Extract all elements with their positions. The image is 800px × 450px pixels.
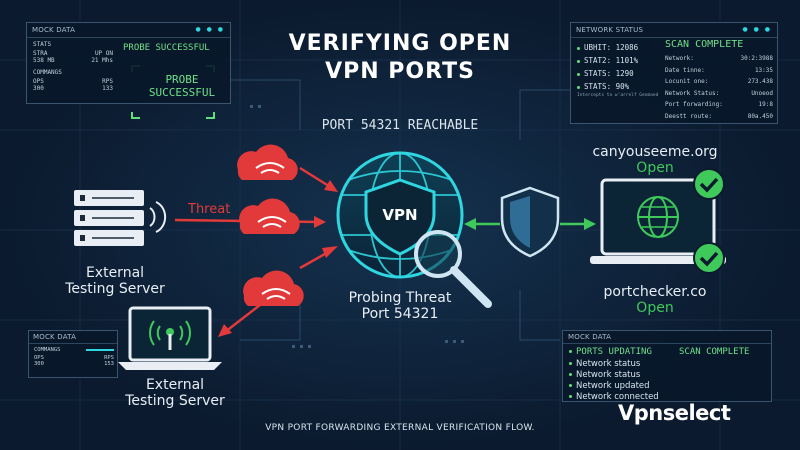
cloud-threat-icon bbox=[237, 144, 298, 180]
stat-value: 133 bbox=[102, 85, 113, 92]
scan-complete-label: SCAN COMPLETE bbox=[679, 347, 750, 357]
status-item: Network status bbox=[569, 359, 659, 370]
net-stat: STATS: 1290 bbox=[577, 67, 661, 80]
stat-key: UP ON bbox=[94, 50, 113, 57]
probe-label-line-2: Port 54321 bbox=[361, 306, 439, 322]
probe-line-2: SUCCESSFUL bbox=[148, 86, 216, 99]
shield-icon bbox=[500, 186, 560, 258]
net-row: Date tinne:13:35 bbox=[665, 66, 773, 74]
stat-value: 300 bbox=[34, 361, 44, 367]
server-label-top: External Testing Server bbox=[50, 265, 180, 297]
vpn-label: VPN bbox=[382, 206, 418, 224]
laptop-antenna-icon bbox=[118, 306, 222, 370]
dots-icon: ● ● ● bbox=[742, 26, 772, 33]
mock-data-panel-top: MOCK DATA ● ● ● STATS STRA UP ON 538 MB 21… bbox=[26, 22, 231, 104]
commands-label: COMMANGS bbox=[34, 347, 61, 353]
server-label-line-2: Testing Server bbox=[125, 393, 225, 409]
stat-key: OPS bbox=[33, 78, 44, 85]
cloud-threat-icon bbox=[239, 198, 300, 234]
probe-line-1: PROBE bbox=[165, 73, 199, 86]
mock-data-panel-bottom-left: MOCK DATA COMMANGS OPS RPS 300 153 bbox=[28, 330, 118, 378]
net-row: Locunit one:273.438 bbox=[665, 78, 773, 85]
site-status: Open bbox=[636, 300, 674, 316]
net-row: Port forwarding:19:8 bbox=[665, 101, 773, 108]
status-item: Network connected bbox=[569, 392, 659, 403]
check-icon bbox=[693, 168, 725, 200]
site-canyouseeme: canyouseeme.org Open bbox=[585, 144, 725, 176]
probe-header: PROBE SUCCESSFUL bbox=[123, 43, 210, 53]
net-note: Intercepts to w'arrelf Genmaed bbox=[577, 93, 659, 98]
site-name: canyouseeme.org bbox=[592, 144, 718, 160]
brand-logo: Vpnselect bbox=[618, 401, 731, 425]
net-stat: UBHIT: 12086 bbox=[577, 41, 661, 54]
network-status-panel: NETWORK STATUS ● ● ● UBHIT: 12086 STAT2:… bbox=[570, 22, 778, 124]
scan-complete-label: SCAN COMPLETE bbox=[665, 39, 744, 50]
probe-label: Probing Threat Port 54321 bbox=[330, 290, 470, 322]
stat-key: OPS bbox=[34, 355, 44, 361]
title-line-2: VPN PORTS bbox=[325, 59, 475, 84]
page-title: VERIFYING OPEN VPN PORTS bbox=[270, 30, 530, 86]
stat-value: 300 bbox=[33, 85, 44, 92]
dots-icon: ● ● ● bbox=[195, 26, 225, 33]
server-label-line-1: External bbox=[145, 377, 205, 393]
site-name: portchecker.co bbox=[603, 284, 707, 300]
stat-value: 153 bbox=[104, 361, 114, 367]
net-stat: STAT2: 1101% bbox=[577, 54, 661, 67]
mock-data-title: MOCK DATA bbox=[563, 331, 771, 344]
probe-success-box: PROBE SUCCESSFUL bbox=[137, 73, 227, 99]
server-label-line-1: External bbox=[85, 265, 145, 281]
server-label-line-2: Testing Server bbox=[65, 281, 165, 297]
server-icon bbox=[74, 190, 167, 246]
stat-key: RPS bbox=[104, 355, 114, 361]
reachable-label: PORT 54321 REACHABLE bbox=[321, 118, 479, 133]
site-status: Open bbox=[636, 160, 674, 176]
commands-label: COMMANGS bbox=[33, 69, 62, 76]
net-row: Network:30:2:3988 bbox=[665, 55, 773, 62]
check-icon bbox=[693, 242, 725, 274]
laptop-globe-icon bbox=[590, 178, 726, 264]
ports-updating-label: PORTS UPDATING bbox=[569, 347, 652, 357]
stat-key: STRA bbox=[33, 50, 48, 57]
mock-data-title: MOCK DATA bbox=[29, 331, 117, 344]
stat-value: 538 MB bbox=[33, 57, 55, 64]
net-row: Deestt route:80a.450 bbox=[665, 112, 773, 120]
network-status-title: NETWORK STATUS bbox=[576, 26, 644, 34]
net-stat: STATS: 90% bbox=[577, 80, 661, 93]
mock-data-panel-bottom-right: MOCK DATA PORTS UPDATING SCAN COMPLETE N… bbox=[562, 330, 772, 402]
status-item: Network updated bbox=[569, 381, 659, 392]
title-line-1: VERIFYING OPEN bbox=[288, 31, 512, 56]
cloud-threat-icon bbox=[243, 270, 304, 306]
mock-data-title: MOCK DATA bbox=[32, 26, 76, 34]
net-row: Network Status:Unoeod bbox=[665, 89, 773, 97]
site-portchecker: portchecker.co Open bbox=[585, 284, 725, 316]
stats-label: STATS bbox=[33, 41, 52, 48]
stat-value: 21 Mhs bbox=[91, 57, 113, 64]
server-label-bottom: External Testing Server bbox=[110, 377, 240, 409]
stat-key: RPS bbox=[102, 78, 113, 85]
threat-label: Threat bbox=[188, 202, 231, 217]
caption: VPN PORT FORWARDING EXTERNAL VERIFICATIO… bbox=[265, 423, 535, 433]
probe-label-line-1: Probing Threat bbox=[348, 290, 452, 306]
magnifier-icon bbox=[414, 230, 492, 308]
status-item: Network status bbox=[569, 370, 659, 381]
